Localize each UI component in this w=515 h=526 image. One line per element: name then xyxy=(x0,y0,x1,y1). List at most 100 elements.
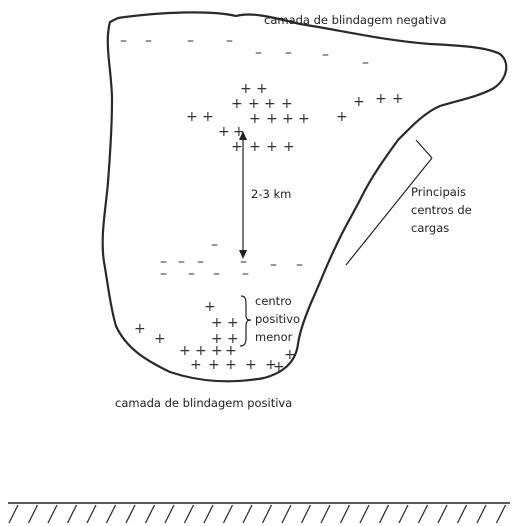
negative-charge-symbol: – xyxy=(160,254,167,270)
negative-charge-symbol: – xyxy=(211,237,218,253)
ground-hatch-line xyxy=(320,504,331,524)
positive-charge-symbol: + xyxy=(265,357,277,373)
positive-charge-symbol: + xyxy=(134,321,146,337)
positive-charge-symbol: + xyxy=(233,124,245,140)
positive-charge-symbol: + xyxy=(179,343,191,359)
negative-charge-symbol: – xyxy=(270,257,277,273)
ground-hatch-line xyxy=(203,504,214,524)
minor-center-label-line-3: menor xyxy=(255,330,293,344)
negative-charge-symbol: – xyxy=(188,266,195,282)
positive-charge-symbol: + xyxy=(375,91,387,107)
positive-screening-layer-label: camada de blindagem positiva xyxy=(115,396,293,410)
negative-screening-layer-label: camada de blindagem negativa xyxy=(264,13,447,27)
negative-charge-symbol: – xyxy=(362,55,369,71)
ground-hatch-line xyxy=(437,504,448,524)
ground-hatch-line xyxy=(339,504,351,524)
ground-hatch-line xyxy=(261,504,273,524)
positive-charge-symbol: + xyxy=(256,81,268,97)
positive-charge-symbol: + xyxy=(218,124,230,140)
positive-charge-symbol: + xyxy=(266,111,278,127)
distance-label: 2-3 km xyxy=(251,187,292,201)
positive-charge-symbol: + xyxy=(208,357,220,373)
positive-charge-symbol: + xyxy=(245,357,257,373)
positive-charge-symbol: + xyxy=(353,94,365,110)
ground-hatch-line xyxy=(164,504,175,524)
negative-charge-symbol: – xyxy=(197,254,204,270)
main-centers-label-line-1: Principais xyxy=(411,185,466,199)
negative-charge-symbol: – xyxy=(242,266,249,282)
negative-charge-symbol: – xyxy=(255,45,262,61)
negative-charge-symbol: – xyxy=(285,45,292,61)
distance-arrow-head-top xyxy=(239,131,247,140)
ground-hatch-line xyxy=(359,504,370,524)
negative-charge-symbol: – xyxy=(226,33,233,49)
positive-charge-symbol: + xyxy=(336,109,348,125)
negative-charge-symbol: – xyxy=(240,254,247,270)
ground-hatch-line xyxy=(300,504,312,524)
ground-hatch-line xyxy=(242,504,253,524)
ground-hatch-line xyxy=(378,504,390,524)
ground-hatching xyxy=(8,504,507,524)
positive-charge-symbol: + xyxy=(225,343,237,359)
positive-charge-symbol: + xyxy=(204,299,216,315)
positive-charge-symbol: + xyxy=(282,111,294,127)
ground-hatch-line xyxy=(398,504,409,524)
ground-hatch-line xyxy=(476,504,487,524)
positive-charge-symbol: + xyxy=(266,139,278,155)
ground-hatch-line xyxy=(125,504,136,524)
positive-charge-symbol: + xyxy=(154,331,166,347)
positive-charge-symbol: + xyxy=(231,139,243,155)
positive-charge-symbol: + xyxy=(225,357,237,373)
positive-charge-symbol: + xyxy=(211,331,223,347)
distance-arrow-head-bottom xyxy=(239,250,247,259)
minor-center-label-line-1: centro xyxy=(255,294,292,308)
positive-charge-symbol: + xyxy=(249,139,261,155)
main-centers-pointer xyxy=(415,139,433,159)
positive-charge-symbol: + xyxy=(298,111,310,127)
positive-charge-symbol: + xyxy=(227,331,239,347)
positive-charge-symbol: + xyxy=(195,343,207,359)
cloud-outline xyxy=(101,11,508,383)
main-centers-label-line-3: cargas xyxy=(411,221,450,235)
positive-charge-symbol: + xyxy=(211,343,223,359)
negative-charge-symbol: – xyxy=(187,33,194,49)
positive-charge-symbol: + xyxy=(392,91,404,107)
positive-charge-symbol: + xyxy=(227,315,239,331)
ground-hatch-line xyxy=(417,504,429,524)
positive-charge-symbol: + xyxy=(283,139,295,155)
ground-hatch-line xyxy=(456,504,468,524)
ground-hatch-line xyxy=(47,504,58,524)
positive-charge-symbol: + xyxy=(264,96,276,112)
ground-hatch-line xyxy=(66,504,78,524)
ground-hatch-line xyxy=(495,504,507,524)
ground-hatch-line xyxy=(8,504,19,524)
positive-charge-symbol: + xyxy=(281,96,293,112)
negative-charge-symbol: – xyxy=(120,33,127,49)
positive-charge-symbol: + xyxy=(231,96,243,112)
main-centers-label-line-2: centros de xyxy=(411,203,472,217)
minor-center-label-line-2: positivo xyxy=(255,312,301,326)
negative-charge-symbol: – xyxy=(145,33,152,49)
ground-hatch-line xyxy=(183,504,195,524)
positive-charge-symbol: + xyxy=(211,315,223,331)
positive-charge-symbol: + xyxy=(202,109,214,125)
ground-hatch-line xyxy=(86,504,97,524)
ground-hatch-line xyxy=(144,504,156,524)
main-centers-pointer-2 xyxy=(345,157,433,266)
positive-charge-symbol: + xyxy=(248,96,260,112)
ground-hatch-line xyxy=(222,504,234,524)
negative-charge-symbol: – xyxy=(322,47,329,63)
negative-charge-symbol: – xyxy=(296,257,303,273)
positive-charge-symbol: + xyxy=(284,347,296,363)
minor-center-brace xyxy=(239,295,252,347)
positive-charge-symbol: + xyxy=(190,357,202,373)
ground-hatch-line xyxy=(281,504,292,524)
negative-charge-symbol: – xyxy=(160,266,167,282)
positive-charge-symbol: + xyxy=(249,111,261,127)
ground-hatch-line xyxy=(27,504,39,524)
negative-charge-symbol: – xyxy=(213,266,220,282)
ground-hatch-line xyxy=(105,504,117,524)
positive-charge-symbol: + xyxy=(273,359,285,375)
positive-charge-symbol: + xyxy=(186,109,198,125)
